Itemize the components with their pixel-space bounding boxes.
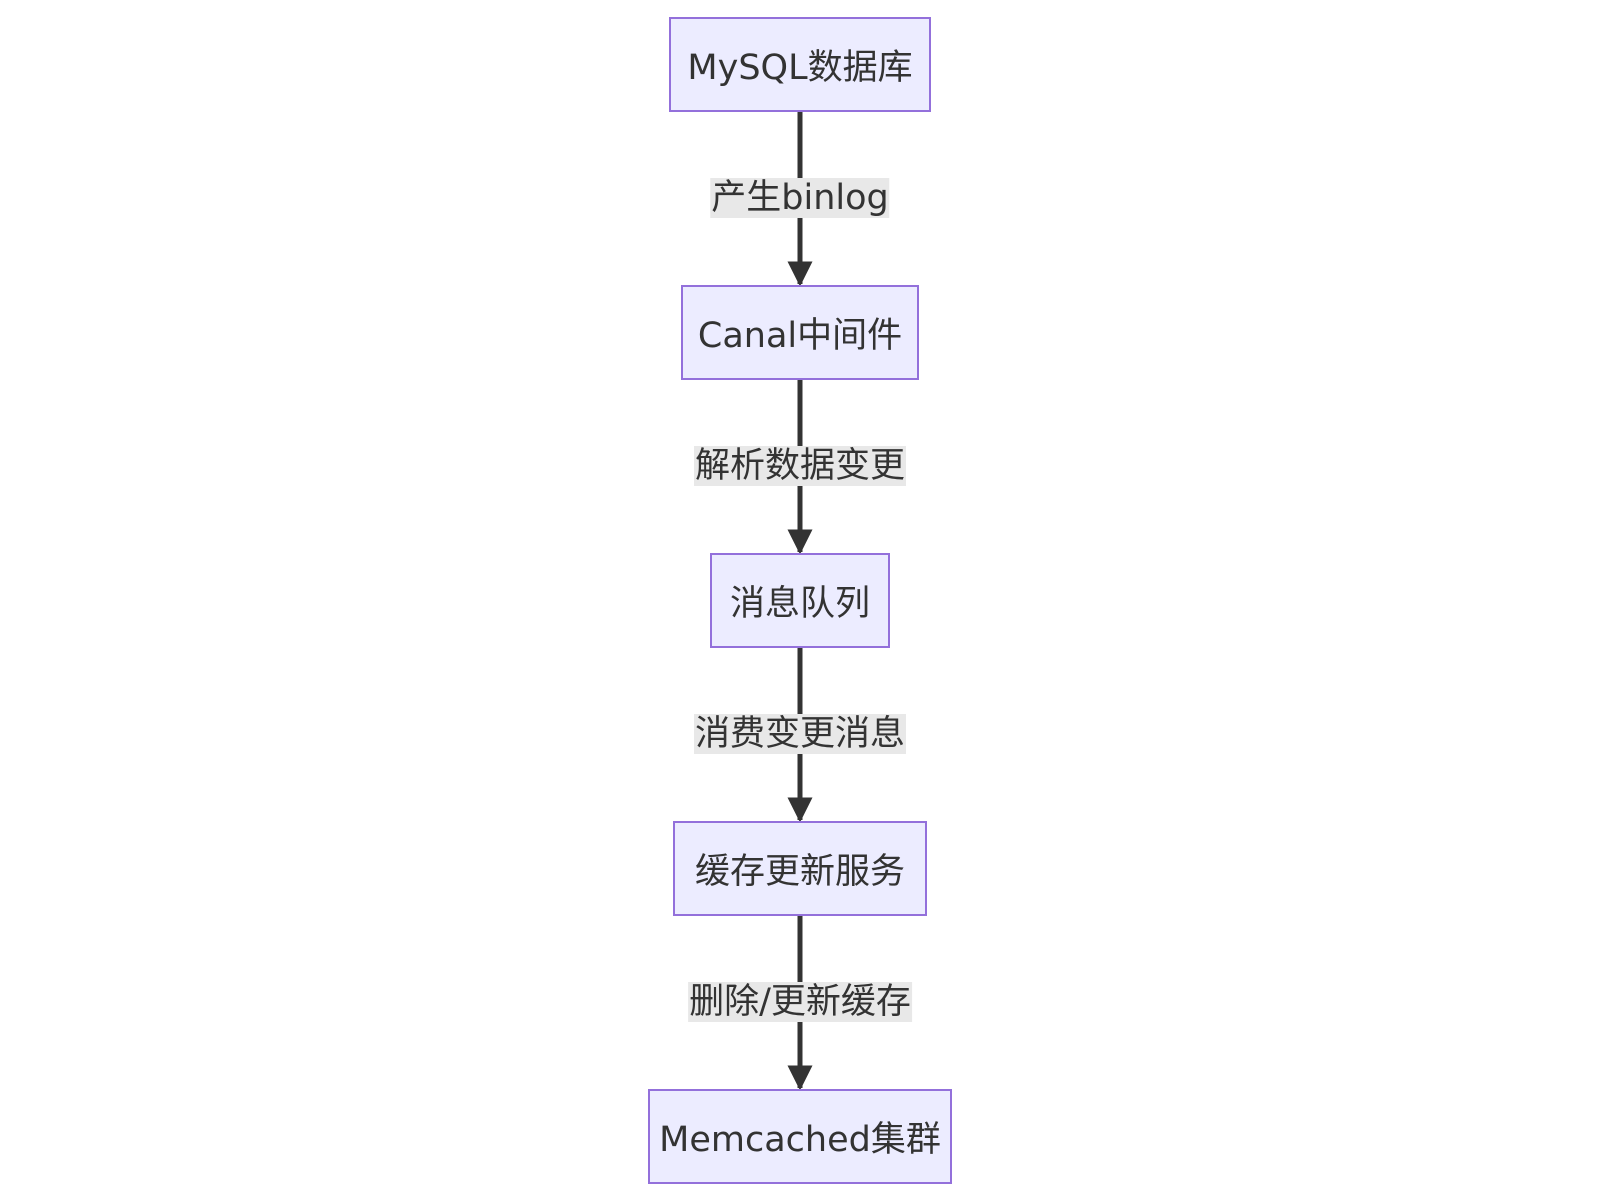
- node-label: MySQL数据库: [687, 48, 913, 88]
- edge-label-consume-messages: 消费变更消息: [693, 714, 907, 754]
- node-cache-update-service[interactable]: 缓存更新服务: [673, 821, 927, 916]
- node-canal-middleware[interactable]: Canal中间件: [681, 285, 919, 380]
- node-mysql-database[interactable]: MySQL数据库: [669, 17, 931, 112]
- node-label: 缓存更新服务: [694, 852, 905, 892]
- edge-label-delete-update-cache: 删除/更新缓存: [688, 982, 912, 1022]
- node-label: Canal中间件: [697, 316, 903, 356]
- node-label: Memcached集群: [659, 1120, 941, 1160]
- node-memcached-cluster[interactable]: Memcached集群: [648, 1089, 952, 1184]
- edge-label-produce-binlog: 产生binlog: [710, 178, 890, 218]
- node-label: 消息队列: [729, 584, 870, 624]
- node-message-queue[interactable]: 消息队列: [710, 553, 890, 648]
- edge-label-parse-changes: 解析数据变更: [693, 446, 907, 486]
